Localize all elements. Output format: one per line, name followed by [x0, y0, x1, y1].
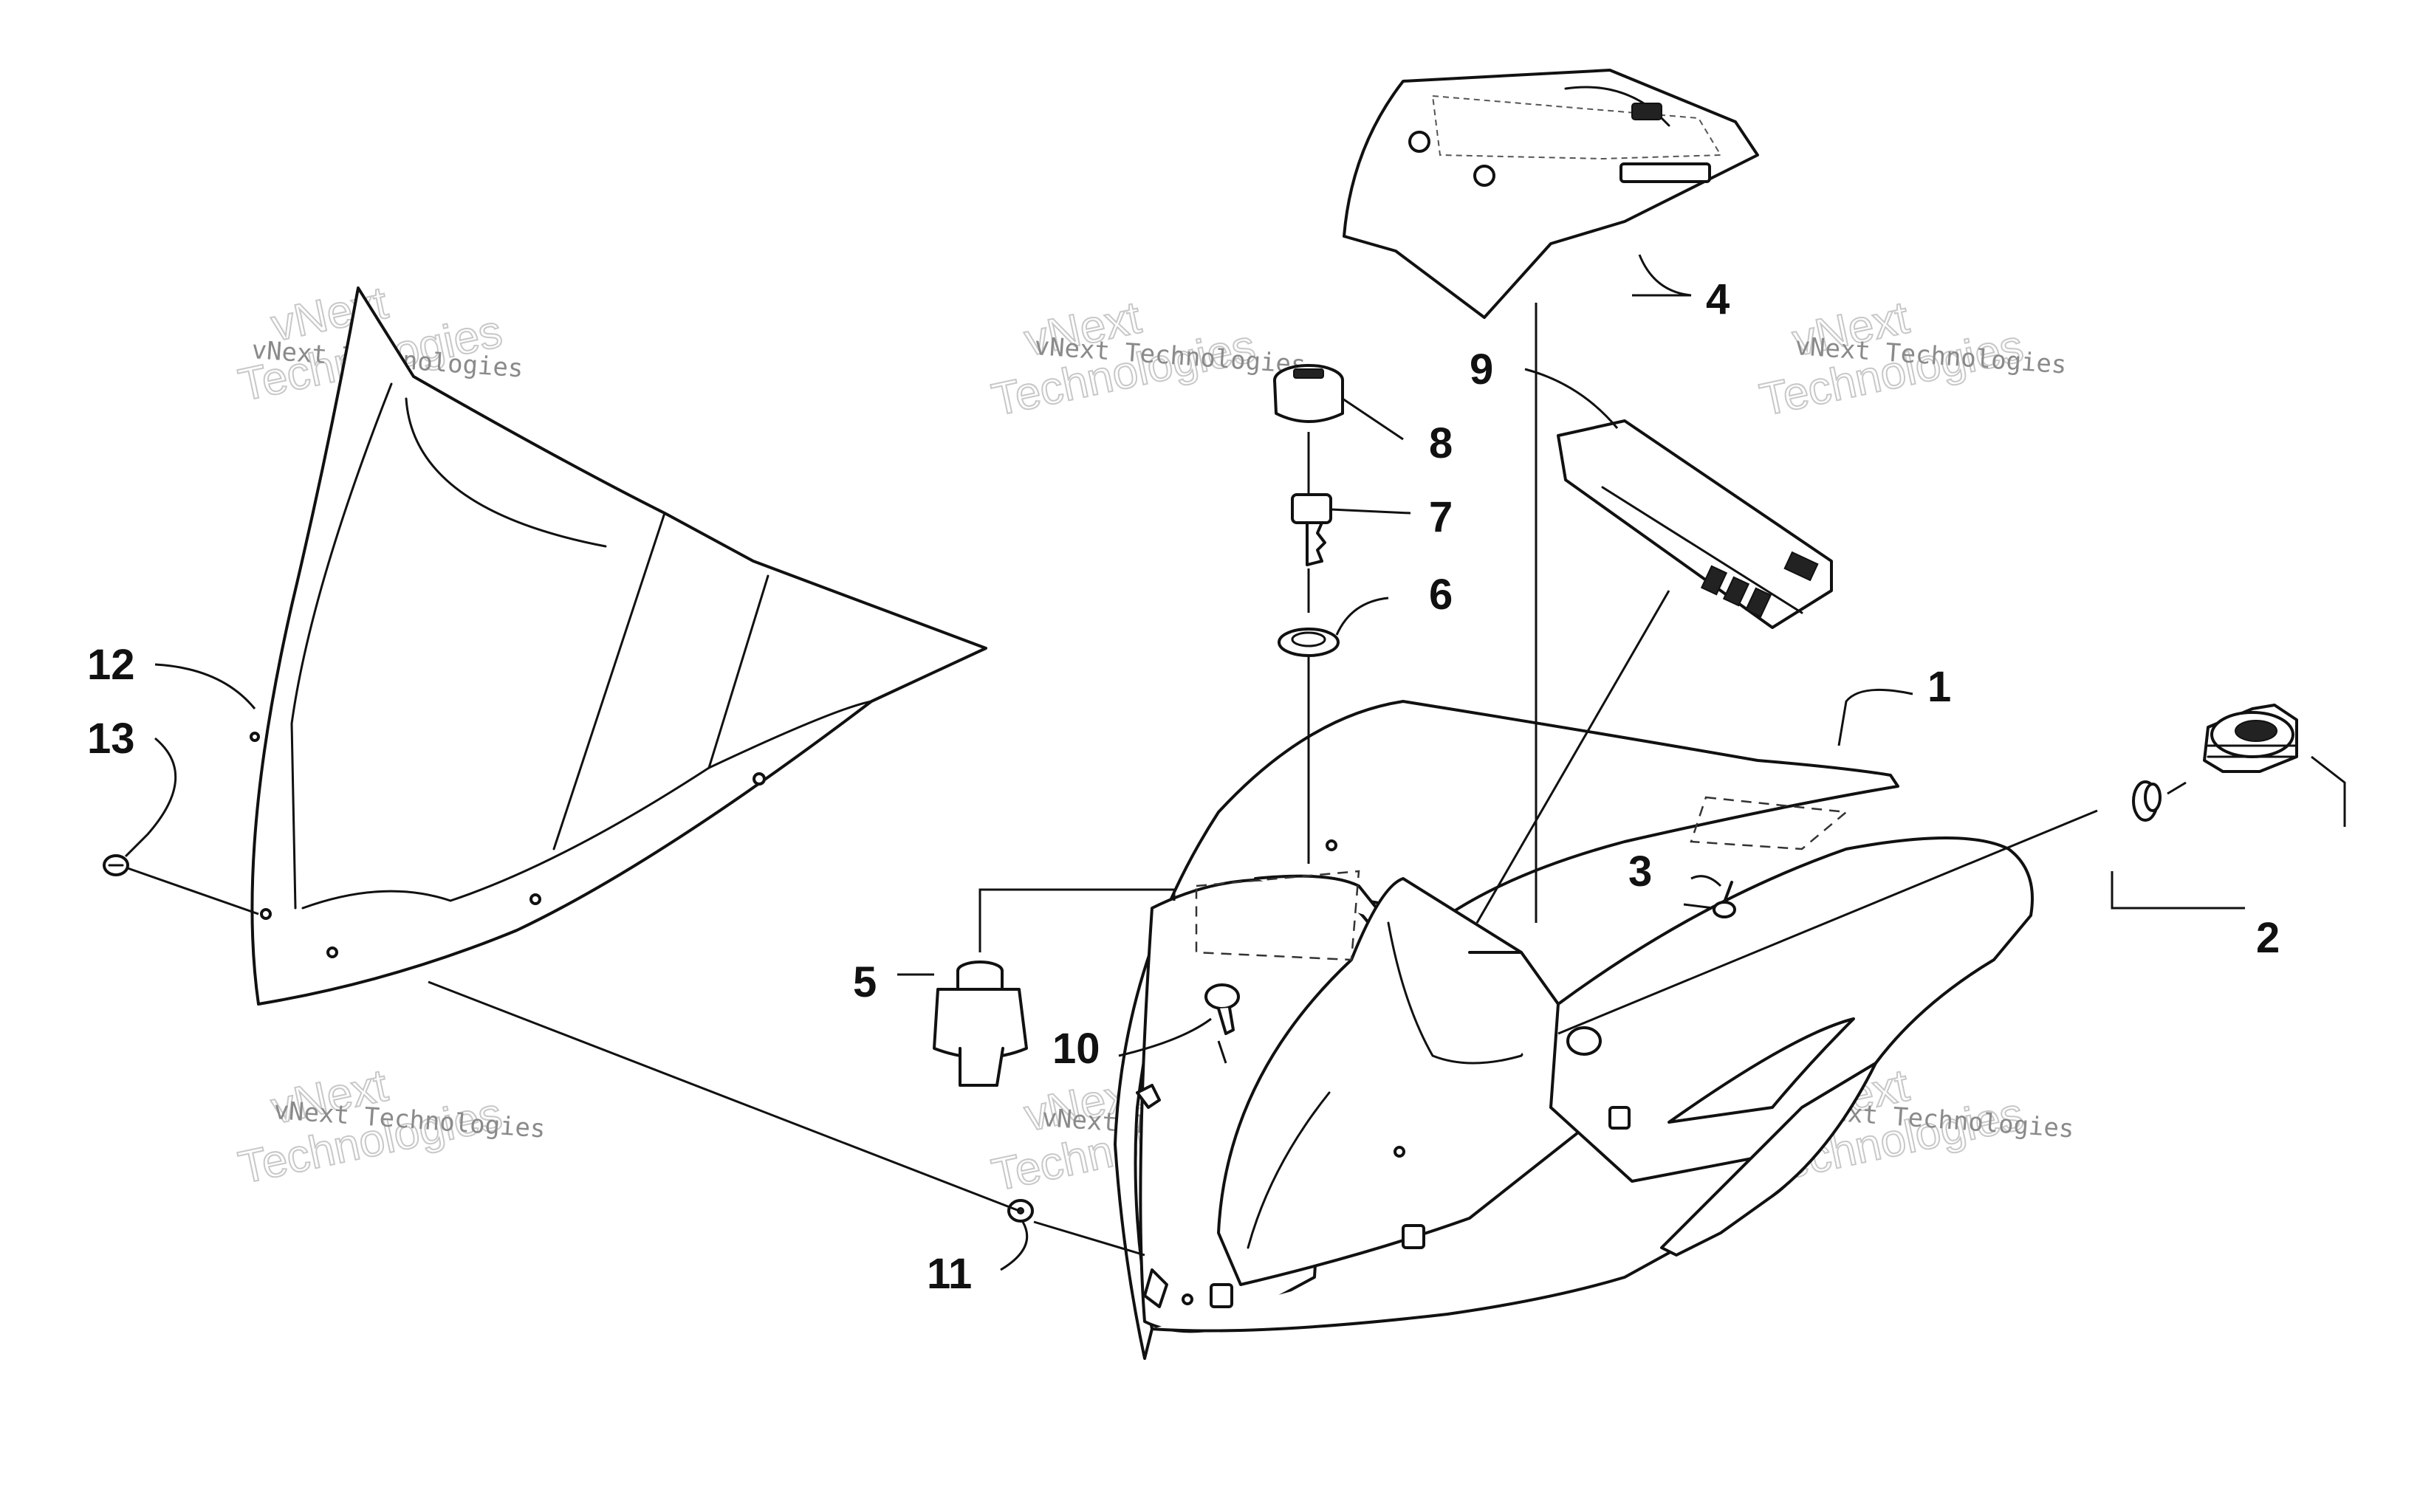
callout-11: 11	[927, 1250, 972, 1298]
callout-3: 3	[1628, 848, 1652, 896]
part-10-bolt	[1204, 983, 1240, 1035]
leader-lines	[124, 254, 2187, 1271]
callout-10: 10	[1052, 1025, 1100, 1073]
callout-6: 6	[1429, 571, 1453, 619]
callout-2: 2	[2256, 914, 2280, 962]
part-9-gauge-module	[1557, 419, 1833, 629]
callout-5: 5	[853, 958, 877, 1006]
part-7-key	[1291, 493, 1332, 566]
callout-4: 4	[1706, 275, 1730, 323]
callout-13: 13	[87, 715, 135, 763]
part-12-windshield	[250, 286, 987, 1006]
part-8-ignition-cap	[1273, 364, 1344, 423]
callout-7: 7	[1429, 493, 1453, 541]
part-4-instrument-cover	[1343, 69, 1759, 319]
part-6-bezel-nut	[1278, 628, 1340, 657]
part-13-screw	[103, 854, 129, 876]
callout-1: 1	[1927, 663, 1951, 711]
part-1-hood-panel	[1114, 700, 2034, 1360]
part-2-power-outlet	[2111, 704, 2346, 910]
part-11-clip	[1007, 1199, 1034, 1223]
callout-8: 8	[1429, 419, 1453, 467]
callout-12: 12	[87, 641, 135, 689]
part-5-connector	[933, 961, 1028, 1087]
part-3-screw	[1713, 881, 1736, 918]
callout-9: 9	[1470, 346, 1493, 394]
